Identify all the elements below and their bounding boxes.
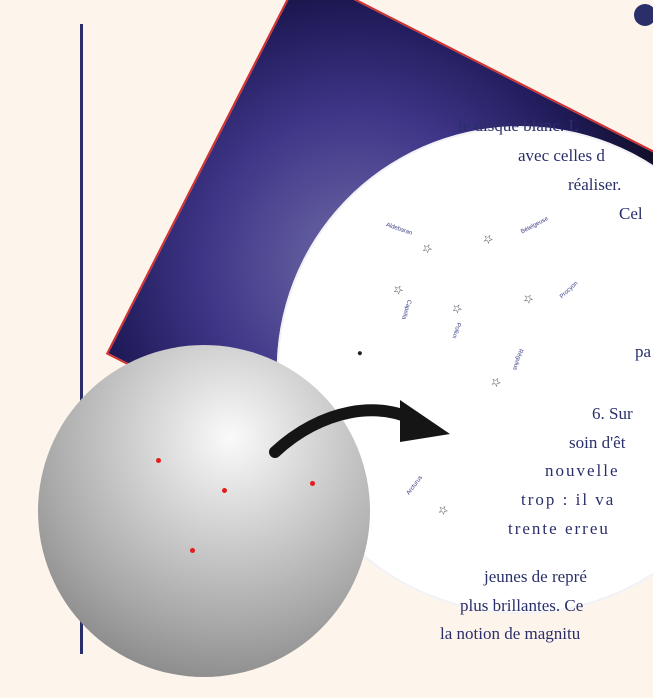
star-label-arcturus: Arcturus — [405, 474, 425, 497]
pole-marker — [357, 350, 363, 356]
star-label-betelgeuse: Bételgeuse — [520, 216, 550, 236]
star-label-aldebaran: Aldebaran — [385, 222, 413, 237]
text-line: trente erreu — [508, 519, 610, 538]
curved-arrow-icon — [269, 400, 450, 458]
text-line: réaliser. — [568, 175, 622, 194]
text-line: trop : il va — [521, 490, 616, 509]
star-outline-icon: ☆ — [449, 299, 466, 318]
text-line: pa — [635, 342, 652, 361]
star-label-capella: Capella — [400, 298, 412, 320]
star-marker — [156, 458, 161, 463]
celestial-sphere — [38, 345, 370, 677]
star-marker — [190, 548, 195, 553]
star-outline-icon: ☆ — [435, 501, 452, 519]
star-marker — [310, 481, 315, 486]
star-label-procyon: Procyon — [559, 280, 580, 301]
text-line: plus brillantes. Ce — [460, 596, 584, 615]
text-line: le disque blanc. L — [458, 116, 579, 135]
star-outline-icon: ☆ — [390, 281, 407, 299]
star-marker — [222, 488, 227, 493]
text-line: Cel — [619, 204, 643, 223]
text-line: avec celles d — [518, 146, 605, 165]
text-line: 6. Sur — [592, 404, 633, 423]
document-page: Aldebaran ☆ Bételgeuse ☆ Procyon ☆ Capel… — [38, 0, 653, 698]
margin-rule — [80, 24, 83, 654]
star-label-pollux: Pollux — [450, 321, 462, 339]
text-line: la notion de magnitu — [440, 624, 581, 643]
star-outline-icon: ☆ — [487, 373, 504, 391]
text-line: nouvelle — [545, 461, 620, 480]
star-label-regulus: Régulus — [511, 347, 524, 371]
text-line: soin d'êt — [569, 433, 626, 452]
star-outline-icon: ☆ — [480, 230, 497, 248]
text-line: jeunes de repré — [484, 567, 587, 586]
star-outline-icon: ☆ — [520, 290, 537, 308]
star-outline-icon: ☆ — [419, 239, 436, 258]
round-bullet-icon — [634, 4, 653, 26]
